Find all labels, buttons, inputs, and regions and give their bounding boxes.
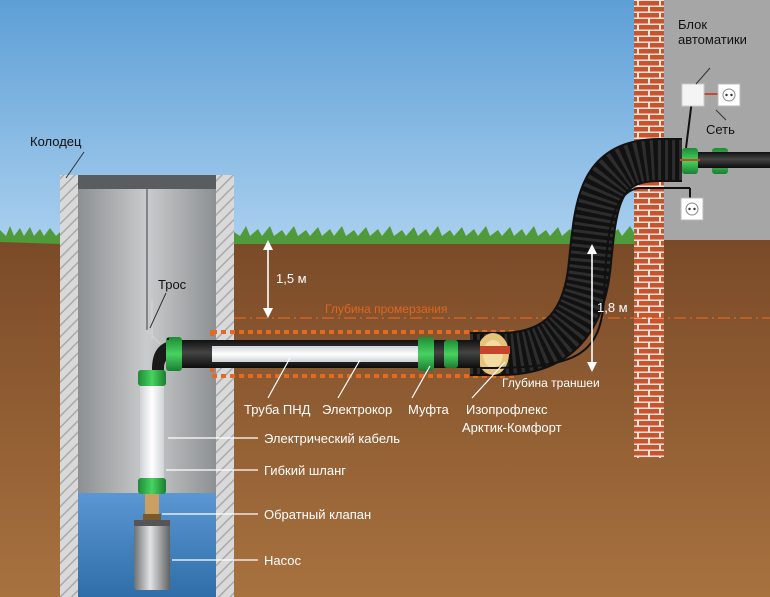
pump [134, 520, 170, 590]
house-interior [662, 0, 770, 240]
socket-icon [717, 83, 741, 107]
coupling-valve [138, 478, 166, 494]
label-check-valve: Обратный клапан [264, 507, 372, 522]
grass [0, 226, 636, 244]
label-automation-1: Блок [678, 17, 708, 32]
socket-icon [680, 197, 704, 221]
label-coupling: Муфта [408, 402, 449, 417]
coupling-elbow-side [138, 370, 166, 386]
electric-cable [167, 187, 690, 369]
label-depth-1-5: 1,5 м [276, 271, 307, 286]
label-mains: Сеть [706, 122, 735, 137]
label-isoproflex-1: Изопрофлекс [466, 402, 548, 417]
label-automation-2: автоматики [678, 32, 747, 47]
brick-wall [634, 0, 664, 458]
dimension-1-5m [263, 240, 273, 318]
label-rope: Трос [158, 277, 187, 292]
leader-lines [162, 357, 506, 561]
label-pump: Насос [264, 553, 301, 568]
house-pipe [698, 152, 770, 168]
label-heating-cable: Электрокор [322, 402, 393, 417]
label-flexible-hose: Гибкий шланг [264, 463, 347, 478]
well-wall-right [216, 175, 234, 597]
riser-pipe [140, 380, 164, 480]
label-well: Колодец [30, 134, 82, 149]
coupling-elbow-top [166, 337, 182, 371]
check-valve [145, 494, 159, 516]
dimension-1-8m [587, 244, 597, 372]
leader-lines-dark [65, 67, 727, 329]
heating-cable-sleeve [212, 346, 426, 362]
well-cap [78, 175, 216, 189]
coupling-mufta [418, 337, 434, 371]
label-pnd-pipe: Труба ПНД [244, 402, 311, 417]
well-wall-left [60, 175, 78, 597]
label-trench-depth: Глубина траншеи [502, 376, 600, 390]
label-freeze-depth: Глубина промерзания [325, 302, 448, 316]
label-depth-1-8: 1,8 м [597, 300, 628, 315]
label-isoproflex-2: Арктик-Комфорт [462, 420, 562, 435]
automation-box-icon [681, 83, 705, 107]
label-electric-cable: Электрический кабель [264, 431, 400, 446]
